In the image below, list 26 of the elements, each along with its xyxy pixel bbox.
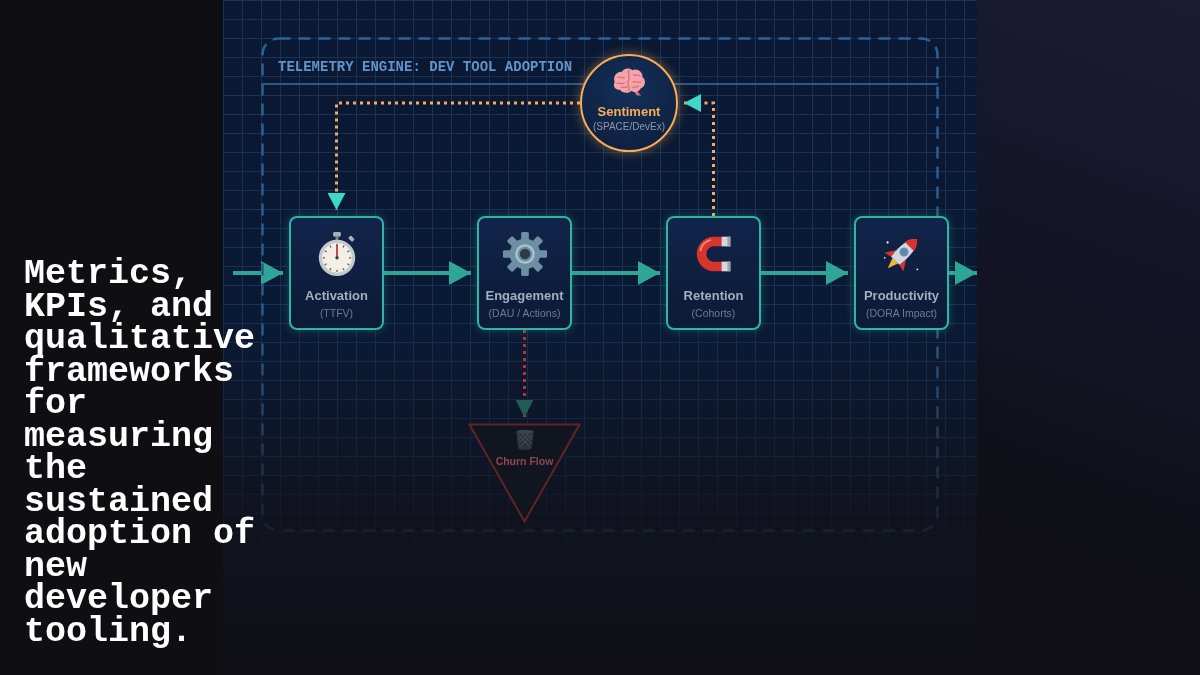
stage-subtitle: (DAU / Actions) <box>488 306 561 320</box>
arrow <box>572 261 660 285</box>
frame-title: TELEMETRY ENGINE: DEV TOOL ADOPTION <box>278 59 573 75</box>
arrow <box>233 261 283 285</box>
stage-card <box>666 216 761 330</box>
dotted-arrow <box>684 94 715 216</box>
stage-card <box>477 216 572 330</box>
node-subtitle: (SPACE/DevEx) <box>592 120 666 133</box>
stage-card <box>854 216 949 330</box>
node-title: Sentiment <box>597 104 661 119</box>
stage-subtitle: (Cohorts) <box>691 306 736 320</box>
stage-title: Retention <box>683 288 744 304</box>
stage-subtitle: (DORA Impact) <box>865 306 938 320</box>
arrow <box>949 261 977 285</box>
stage-card <box>289 216 384 330</box>
stage-title: Activation <box>305 288 368 304</box>
page-title: Metrics, KPIs, and qualitative frameworks for measuring the sustained adoption of new developer tooling. <box>24 258 257 648</box>
dotted-arrow <box>327 101 580 210</box>
stage-title: Productivity <box>863 288 940 304</box>
stage-title: Engagement <box>485 288 564 304</box>
arrow <box>761 261 848 285</box>
dotted-arrow <box>515 330 534 417</box>
stage-subtitle: (TTFV) <box>319 306 354 320</box>
arrow <box>384 261 471 285</box>
node-label: Churn Flow <box>495 455 554 468</box>
triangle-node <box>468 423 581 523</box>
